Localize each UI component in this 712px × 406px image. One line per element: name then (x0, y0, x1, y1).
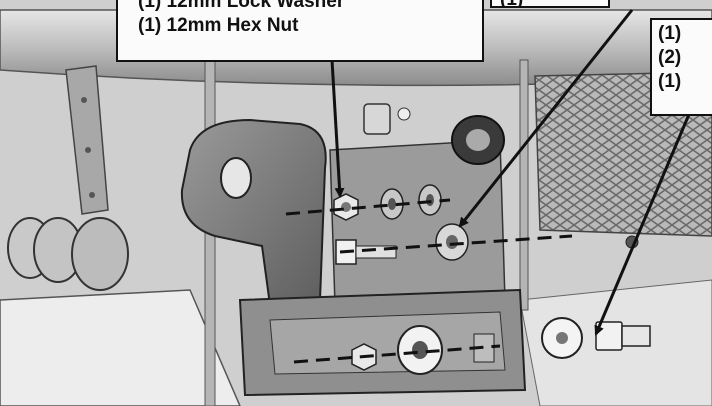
hardware-upper (333, 184, 442, 221)
tow-hook (180, 118, 327, 307)
callout-right-line-1: (1) (658, 23, 682, 44)
bolt-axes (285, 198, 573, 364)
callout-right: (1) (2) (1) (650, 18, 712, 116)
left-tubes (7, 217, 129, 291)
callout-top-mid-line-1: (1) (500, 0, 608, 6)
leader-arrows (330, 9, 692, 336)
left-bracket (65, 65, 109, 215)
callout-left-line-2: (1) 12mm Hex Nut (138, 15, 299, 36)
callout-right-line-2: (2) (658, 47, 682, 68)
callout-left-line-1: (1) 12mm Lock Washer (138, 0, 345, 12)
lower-cover (0, 289, 241, 406)
callout-top-mid: (1) (490, 0, 610, 8)
callout-right-line-3: (1) (658, 71, 682, 92)
callout-left: (1) 12mm Lock Washer (1) 12mm Hex Nut (116, 0, 484, 62)
top-bolt (363, 103, 411, 135)
hardware-lower (351, 325, 495, 375)
